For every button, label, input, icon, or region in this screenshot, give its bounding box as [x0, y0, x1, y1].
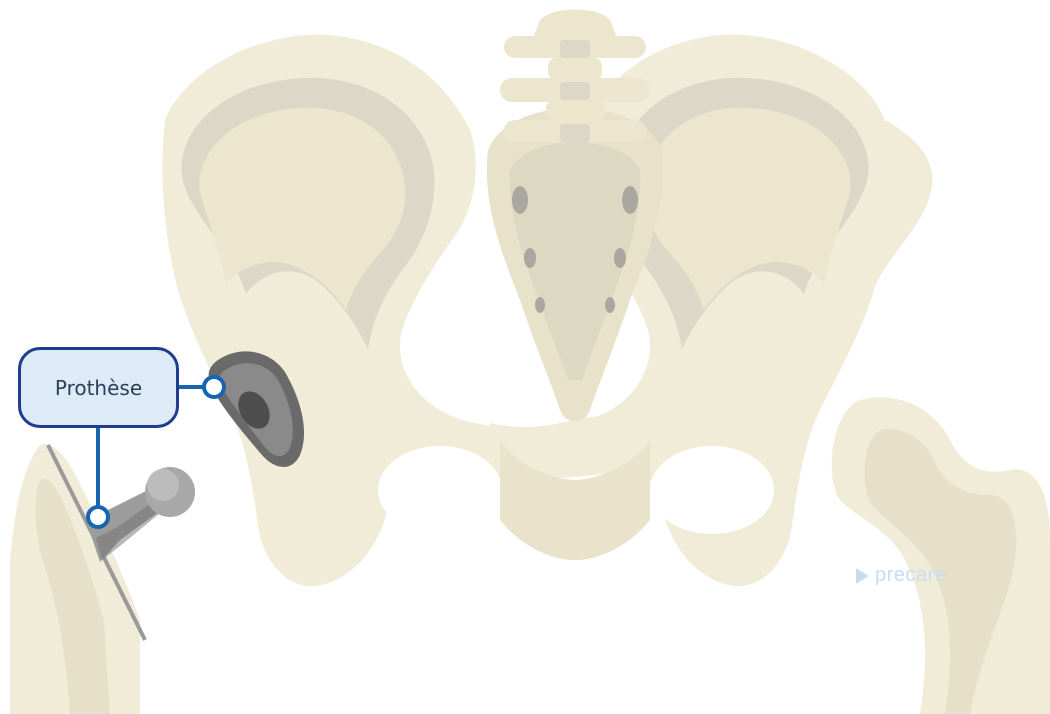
left-obturator-foramen — [378, 446, 502, 534]
watermark-text: precare — [875, 564, 946, 587]
lumbar-shadow — [560, 40, 590, 142]
sacral-foramen — [524, 248, 536, 268]
callout-anchor-stem — [88, 507, 108, 527]
sacral-foramen — [614, 248, 626, 268]
sacral-foramen — [605, 297, 615, 313]
sacral-foramen — [512, 186, 528, 214]
sacral-foramen — [622, 186, 638, 214]
sacral-foramen — [535, 297, 545, 313]
prosthesis-label: Prothèse — [18, 347, 179, 428]
precare-logo-icon — [856, 568, 869, 584]
right-obturator-foramen — [650, 446, 774, 534]
prosthesis-label-text: Prothèse — [55, 376, 142, 400]
callout-anchor-cup — [204, 377, 224, 397]
precare-watermark: precare — [856, 564, 946, 587]
